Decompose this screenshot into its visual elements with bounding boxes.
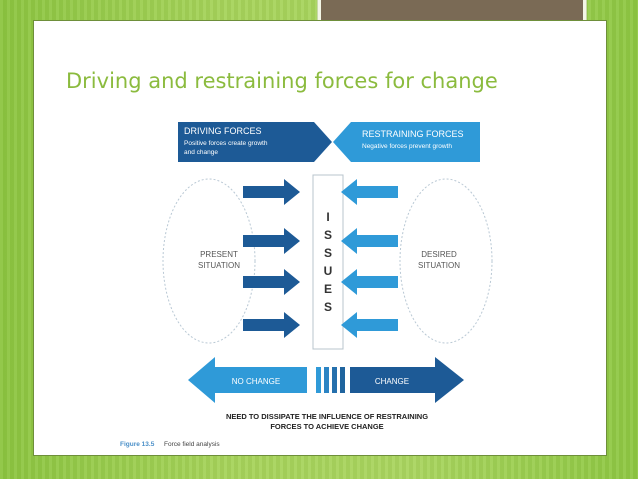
issues-letter-1: I: [326, 210, 329, 224]
slide-panel: Driving and restraining forces for chang…: [33, 20, 607, 456]
issues-letter-5: E: [324, 282, 332, 296]
issues-letter-2: S: [324, 228, 332, 242]
issues-letter-3: S: [324, 246, 332, 260]
issues-letter-6: S: [324, 300, 332, 314]
present-situation-ellipse: [162, 178, 256, 344]
driving-arrow-1: [243, 179, 300, 205]
restraining-forces-title: RESTRAINING FORCES: [362, 129, 464, 139]
driving-forces-line2: and change: [184, 149, 218, 156]
issues-box: [312, 174, 344, 350]
slide-title: Driving and restraining forces for chang…: [66, 69, 498, 93]
restraining-forces-subtitle: Negative forces prevent growth: [362, 143, 452, 150]
no-change-label: NO CHANGE: [232, 377, 280, 386]
restraining-arrow-3: [341, 269, 398, 295]
no-change-arrow: [188, 357, 307, 403]
present-label-line1: PRESENT: [200, 250, 238, 259]
present-label-line2: SITUATION: [198, 261, 240, 270]
transition-bar-1: [316, 367, 321, 393]
restraining-arrow-1: [341, 179, 398, 205]
change-arrow: [350, 357, 464, 403]
restraining-arrow-2: [341, 228, 398, 254]
restraining-arrow-4: [341, 312, 398, 338]
driving-forces-banner: [178, 122, 332, 162]
driving-forces-title: DRIVING FORCES: [184, 126, 262, 136]
desired-label-line2: SITUATION: [418, 261, 460, 270]
transition-bar-2: [324, 367, 329, 393]
driving-arrow-2: [243, 228, 300, 254]
figure-caption-label: Figure 13.5: [120, 441, 155, 448]
driving-forces-line1: Positive forces create growth: [184, 140, 268, 147]
figure-caption-text: Force field analysis: [164, 441, 220, 448]
desired-label-line1: DESIRED: [421, 250, 457, 259]
note-line-1: NEED TO DISSIPATE THE INFLUENCE OF RESTR…: [226, 412, 428, 421]
driving-arrow-4: [243, 312, 300, 338]
desired-situation-ellipse: [399, 178, 493, 344]
driving-arrow-3: [243, 269, 300, 295]
change-label: CHANGE: [375, 377, 409, 386]
note-line-2: FORCES TO ACHIEVE CHANGE: [270, 422, 383, 431]
force-field-figure: DRIVING FORCES Positive forces create gr…: [120, 122, 493, 448]
restraining-forces-banner: [333, 122, 480, 162]
issues-letter-4: U: [324, 264, 333, 278]
transition-bar-4: [340, 367, 345, 393]
transition-bar-3: [332, 367, 337, 393]
